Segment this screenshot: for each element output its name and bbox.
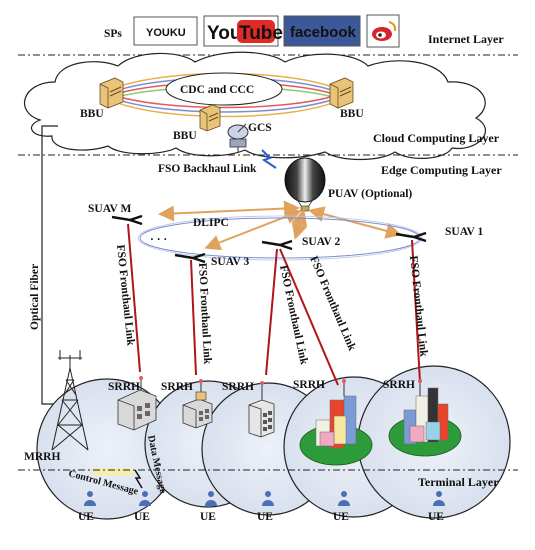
cloud-shape <box>23 51 487 161</box>
puav-balloon-icon[interactable] <box>284 157 326 212</box>
gcs-label: GCS <box>248 122 272 134</box>
youtube-logo[interactable]: You Tube <box>203 15 283 47</box>
optical-fiber-label: Optical Fiber <box>29 264 41 330</box>
fronthaul-line-1 <box>411 239 421 383</box>
srrh-station-2[interactable] <box>182 379 213 429</box>
fronthaul-label-2b: FSO Fronthaul Link <box>307 254 358 353</box>
suav-m-label: SUAV M <box>88 203 131 215</box>
mrrh-label: MRRH <box>24 451 60 463</box>
internet-layer-label: Internet Layer <box>428 32 504 46</box>
bbu-left-label: BBU <box>80 108 104 120</box>
srrh-station-4[interactable] <box>299 379 373 466</box>
suav-3-drone-icon[interactable] <box>174 252 206 264</box>
internet-layer: SPs YOUKU You Tube facebook Internet Lay… <box>104 14 504 48</box>
edge-layer: Edge Computing Layer FSO Backhaul Link P… <box>88 149 502 268</box>
facebook-logo[interactable]: facebook <box>283 15 361 47</box>
cloud-layer-label: Cloud Computing Layer <box>373 131 500 145</box>
youku-logo-text: YOUKU <box>146 27 186 39</box>
fronthaul-label-1: FSO Fronthaul Link <box>407 255 430 358</box>
optical-fiber-line <box>41 125 72 405</box>
bbu-left-icon[interactable] <box>99 77 124 109</box>
srrh-label-4: SRRH <box>293 379 325 391</box>
youtube-red-badge <box>237 20 275 43</box>
ue-icon-6[interactable] <box>433 491 445 506</box>
suav-2-drone-icon[interactable] <box>261 239 293 251</box>
ue-label-5: UE <box>333 511 349 523</box>
cloud-layer: CDC and CCC BBU BBU BBU <box>23 51 500 161</box>
suav-2-label: SUAV 2 <box>302 236 340 248</box>
ue-label-2: UE <box>134 511 150 523</box>
srrh-label-1: SRRH <box>108 381 140 393</box>
suav-1-drone-icon[interactable] <box>395 231 427 243</box>
fronthaul-line-m <box>127 223 141 373</box>
ue-icon-4[interactable] <box>262 491 274 506</box>
puav-label: PUAV (Optional) <box>328 188 412 200</box>
youtube-logo-you: You <box>207 23 241 44</box>
dlipc-ring <box>139 217 421 259</box>
cdc-ccc-label: CDC and CCC <box>180 84 254 96</box>
fronthaul-label-3: FSO Fronthaul Link <box>196 263 213 365</box>
srrh-label-2: SRRH <box>161 381 193 393</box>
suav-3-label: SUAV 3 <box>211 256 249 268</box>
fronthaul-line-2a <box>265 248 278 376</box>
ue-icon-5[interactable] <box>338 491 350 506</box>
ue-group: UE UE UE UE UE UE <box>78 491 445 523</box>
fronthaul-line-3 <box>190 259 197 376</box>
dlipc-ring-outer <box>137 215 423 261</box>
bbu-bottom-icon[interactable] <box>199 104 221 132</box>
srrh-station-5[interactable] <box>388 379 462 457</box>
fso-backhaul-bolt <box>261 149 277 169</box>
bbu-bottom-label: BBU <box>173 130 197 142</box>
fso-backhaul-label: FSO Backhaul Link <box>158 163 257 175</box>
dlipc-label: DLIPC <box>193 217 229 229</box>
mrrh-tower-icon[interactable] <box>51 350 89 451</box>
gcs-dish-icon[interactable] <box>227 123 249 153</box>
ue-label-3: UE <box>200 511 216 523</box>
srrh-station-1[interactable] <box>117 376 157 431</box>
srrh-station-3[interactable] <box>248 381 275 438</box>
fronthaul-line-2b <box>279 248 339 386</box>
suav-m-drone-icon[interactable] <box>111 214 143 226</box>
youku-logo[interactable]: YOUKU <box>133 16 198 46</box>
ue-label-6: UE <box>428 511 444 523</box>
youtube-logo-tube: Tube <box>239 23 283 44</box>
terminal-layer-label: Terminal Layer <box>418 475 499 489</box>
bbu-right-icon[interactable] <box>329 77 354 109</box>
edge-layer-label: Edge Computing Layer <box>381 163 502 177</box>
srrh-label-3: SRRH <box>222 381 254 393</box>
ue-label-1: UE <box>78 511 94 523</box>
bbu-right-label: BBU <box>340 108 364 120</box>
dlipc-ellipsis: · · · <box>150 234 167 246</box>
facebook-logo-text: facebook <box>290 24 357 41</box>
ue-icon-1[interactable] <box>84 491 96 506</box>
ue-icon-3[interactable] <box>205 491 217 506</box>
ue-label-4: UE <box>257 511 273 523</box>
srrh-label-5: SRRH <box>383 379 415 391</box>
cdc-ccc-ellipse <box>165 72 283 106</box>
weibo-logo[interactable] <box>366 14 400 48</box>
sps-label: SPs <box>104 28 122 40</box>
ue-icon-2[interactable] <box>139 491 151 506</box>
fronthaul-links <box>127 223 421 386</box>
suav-1-label: SUAV 1 <box>445 226 483 238</box>
